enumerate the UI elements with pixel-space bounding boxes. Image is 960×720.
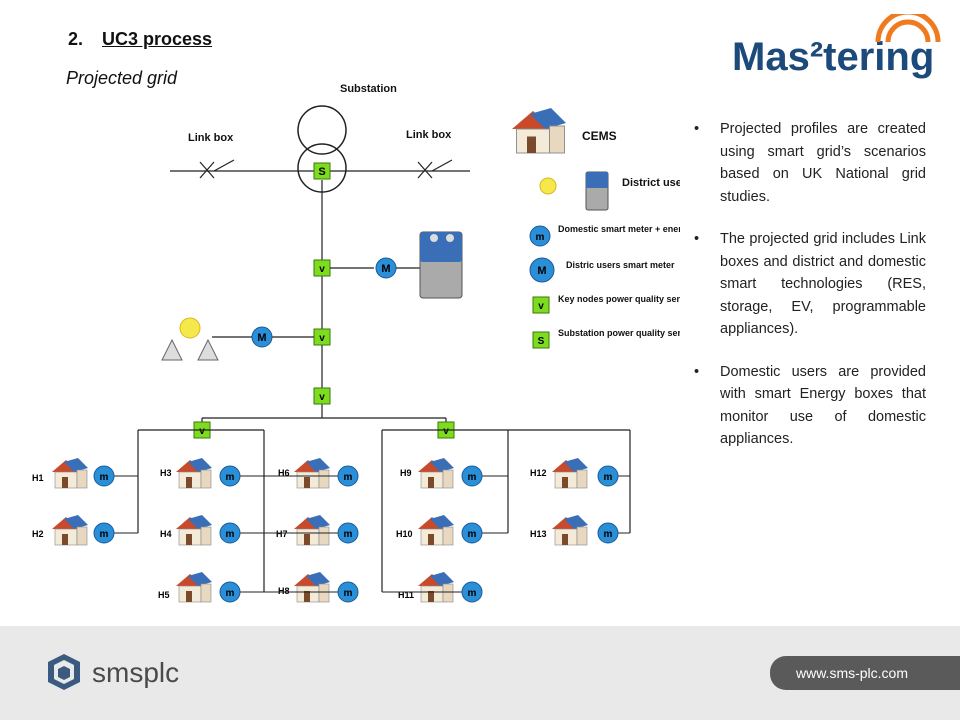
svg-text:m: m [226, 588, 235, 599]
mastering-logo: Mas²tering [732, 14, 941, 79]
house-H12: H12 m [530, 457, 630, 489]
svg-text:H12: H12 [530, 468, 547, 478]
battery-storage-icon [419, 231, 463, 299]
legend-district-meter: M Distric users smart meter [529, 257, 675, 283]
svg-text:m: m [604, 472, 613, 483]
svg-text:H8: H8 [278, 586, 290, 596]
svg-text:H10: H10 [396, 529, 413, 539]
svg-text:v: v [199, 426, 205, 437]
house-H11: H11 m [382, 571, 483, 603]
svg-text:m: m [468, 472, 477, 483]
svg-text:Distric users smart meter: Distric users smart meter [566, 260, 675, 270]
svg-text:M: M [537, 265, 546, 277]
wifi-arc-icon [875, 14, 941, 43]
svg-text:m: m [226, 472, 235, 483]
svg-text:Domestic smart meter + energy: Domestic smart meter + energy box [558, 224, 680, 234]
svg-text:v: v [319, 264, 325, 275]
svg-text:H7: H7 [276, 529, 288, 539]
house-H13: H13 m [530, 514, 630, 546]
website-badge[interactable]: www.sms-plc.com [770, 656, 960, 690]
house-H5: H5 m [158, 571, 264, 603]
legend-substation-sensor: S Substation power quality sensors [532, 328, 680, 349]
svg-text:m: m [226, 529, 235, 540]
svg-text:H5: H5 [158, 590, 170, 600]
svg-text:m: m [344, 529, 353, 540]
link-box-right-label: Link box [406, 129, 452, 141]
svg-text:m: m [100, 529, 109, 540]
svg-text:M: M [381, 263, 390, 275]
svg-text:H6: H6 [278, 468, 290, 478]
svg-text:Key nodes power quality sensor: Key nodes power quality sensors [558, 294, 680, 304]
substation-label: Substation [340, 83, 397, 95]
svg-text:v: v [319, 333, 325, 344]
svg-text:v: v [319, 392, 325, 403]
projected-grid-diagram: Substation Link box Link box S v M v M v [32, 83, 680, 603]
link-box-left-label: Link box [188, 132, 234, 144]
slide-subtitle: Projected grid [66, 68, 178, 88]
house-H9: H9 m [400, 457, 508, 489]
smsplc-logo: smsplc [48, 654, 179, 690]
bullet-item: Projected profiles are created using sma… [690, 118, 926, 208]
svg-text:m: m [344, 588, 353, 599]
svg-text:m: m [100, 472, 109, 483]
district-users-icon [539, 171, 609, 211]
logo-text: Mas²tering [732, 35, 934, 79]
website-url[interactable]: www.sms-plc.com [796, 665, 909, 681]
bullet-item: Domestic users are provided with smart E… [690, 361, 926, 451]
svg-text:H13: H13 [530, 529, 547, 539]
solar-farm-icon [161, 317, 219, 361]
svg-text:H4: H4 [160, 529, 172, 539]
bullet-list: Projected profiles are created using sma… [690, 118, 926, 471]
cems-house-icon [511, 107, 567, 154]
svg-text:S: S [538, 336, 545, 347]
svg-text:m: m [468, 588, 477, 599]
house-H2: H2 m [32, 514, 138, 546]
house-H3: H3 m [160, 457, 264, 489]
section-number: 2. [68, 29, 84, 49]
house-H7: H7 m [264, 514, 359, 546]
bullet-item: The projected grid includes Link boxes a… [690, 228, 926, 341]
slide-title: UC3 process [102, 29, 213, 49]
legend-key-node-sensor: v Key nodes power quality sensors [532, 294, 680, 314]
svg-text:m: m [344, 472, 353, 483]
house-H6: H6 m [264, 457, 359, 489]
svg-text:m: m [604, 529, 613, 540]
svg-text:v: v [538, 301, 544, 312]
substation-sensor-label: S [318, 166, 325, 178]
cems-label: CEMS [582, 129, 617, 143]
svg-text:m: m [468, 529, 477, 540]
svg-text:m: m [536, 232, 545, 243]
svg-text:M: M [257, 332, 266, 344]
svg-text:H9: H9 [400, 468, 412, 478]
legend-domestic-meter: m Domestic smart meter + energy box [529, 224, 680, 247]
house-H4: H4 m [160, 514, 264, 546]
house-H8: H8 m [264, 571, 359, 603]
svg-text:H3: H3 [160, 468, 172, 478]
footer-brand: smsplc [92, 657, 179, 688]
svg-text:Substation power quality senso: Substation power quality sensors [558, 328, 680, 338]
house-H1: H1 m [32, 457, 138, 489]
svg-text:H11: H11 [398, 590, 414, 600]
svg-text:v: v [443, 426, 449, 437]
district-users-label: District users [622, 177, 680, 189]
svg-text:H2: H2 [32, 529, 44, 539]
svg-text:H1: H1 [32, 473, 44, 483]
house-H10: H10 m [396, 514, 508, 546]
